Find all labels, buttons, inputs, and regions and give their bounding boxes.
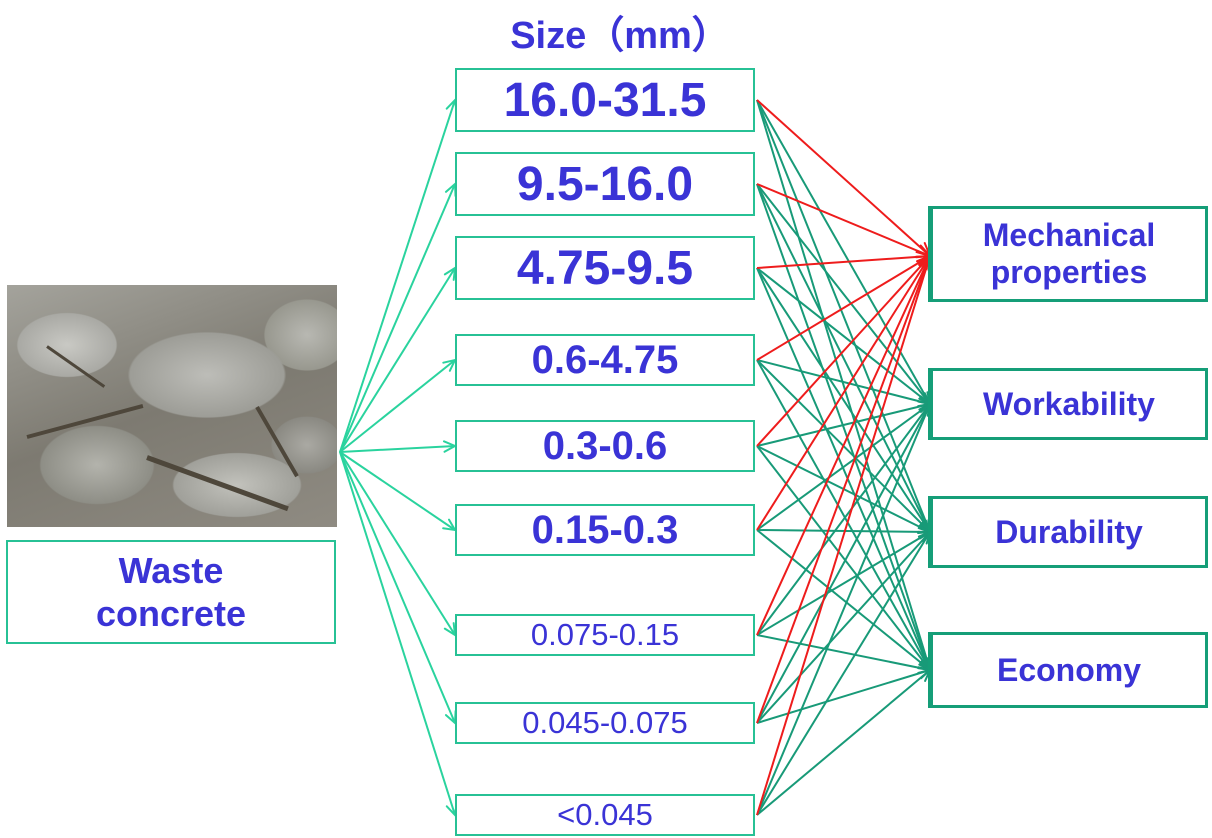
size-box-0.15-0.3: 0.15-0.3 [455,504,755,556]
link-red-0 [756,99,932,258]
link-red-6 [756,253,932,636]
link-green-8-3 [756,668,932,816]
property-label-line1: Mechanical [982,217,1156,254]
fan-arrow-8 [339,451,458,818]
size-box-0.045-0.075: 0.045-0.075 [455,702,755,744]
fan-arrow-1 [339,181,457,453]
fan-arrow-2 [339,266,457,453]
size-box-0.3-0.6: 0.3-0.6 [455,420,755,472]
size-box-16-31.5: 16.0-31.5 [455,68,755,132]
property-label-line2: properties [990,254,1148,290]
size-box-less-0.045: <0.045 [455,794,755,836]
link-green-1-1 [756,183,932,406]
size-box-0.075-0.15: 0.075-0.15 [455,614,755,656]
property-box-durability: Durability [928,496,1208,568]
fan-arrow-7 [339,451,457,726]
link-red-8 [756,253,934,816]
property-box-workability: Workability [928,368,1208,440]
fan-arrow-4 [339,440,458,453]
link-green-3-3 [756,359,932,673]
waste-concrete-label: Waste concrete [6,540,336,644]
property-box-mechanical: Mechanical properties [928,206,1208,302]
fan-arrow-0 [339,97,458,453]
link-green-7-2 [756,530,932,724]
link-red-4 [756,254,932,447]
link-red-1 [756,183,933,258]
size-box-9.5-16: 9.5-16.0 [455,152,755,216]
size-box-0.6-4.75: 0.6-4.75 [455,334,755,386]
fan-arrow-6 [339,451,457,637]
fan-arrow-3 [339,358,457,453]
source-label-line2: concrete [95,593,247,634]
concrete-rubble-photo [7,285,337,527]
size-box-4.75-9.5: 4.75-9.5 [455,236,755,300]
diagram-title: Size（mm） [510,15,730,57]
property-box-economy: Economy [928,632,1208,708]
source-label-line1: Waste [118,549,224,591]
